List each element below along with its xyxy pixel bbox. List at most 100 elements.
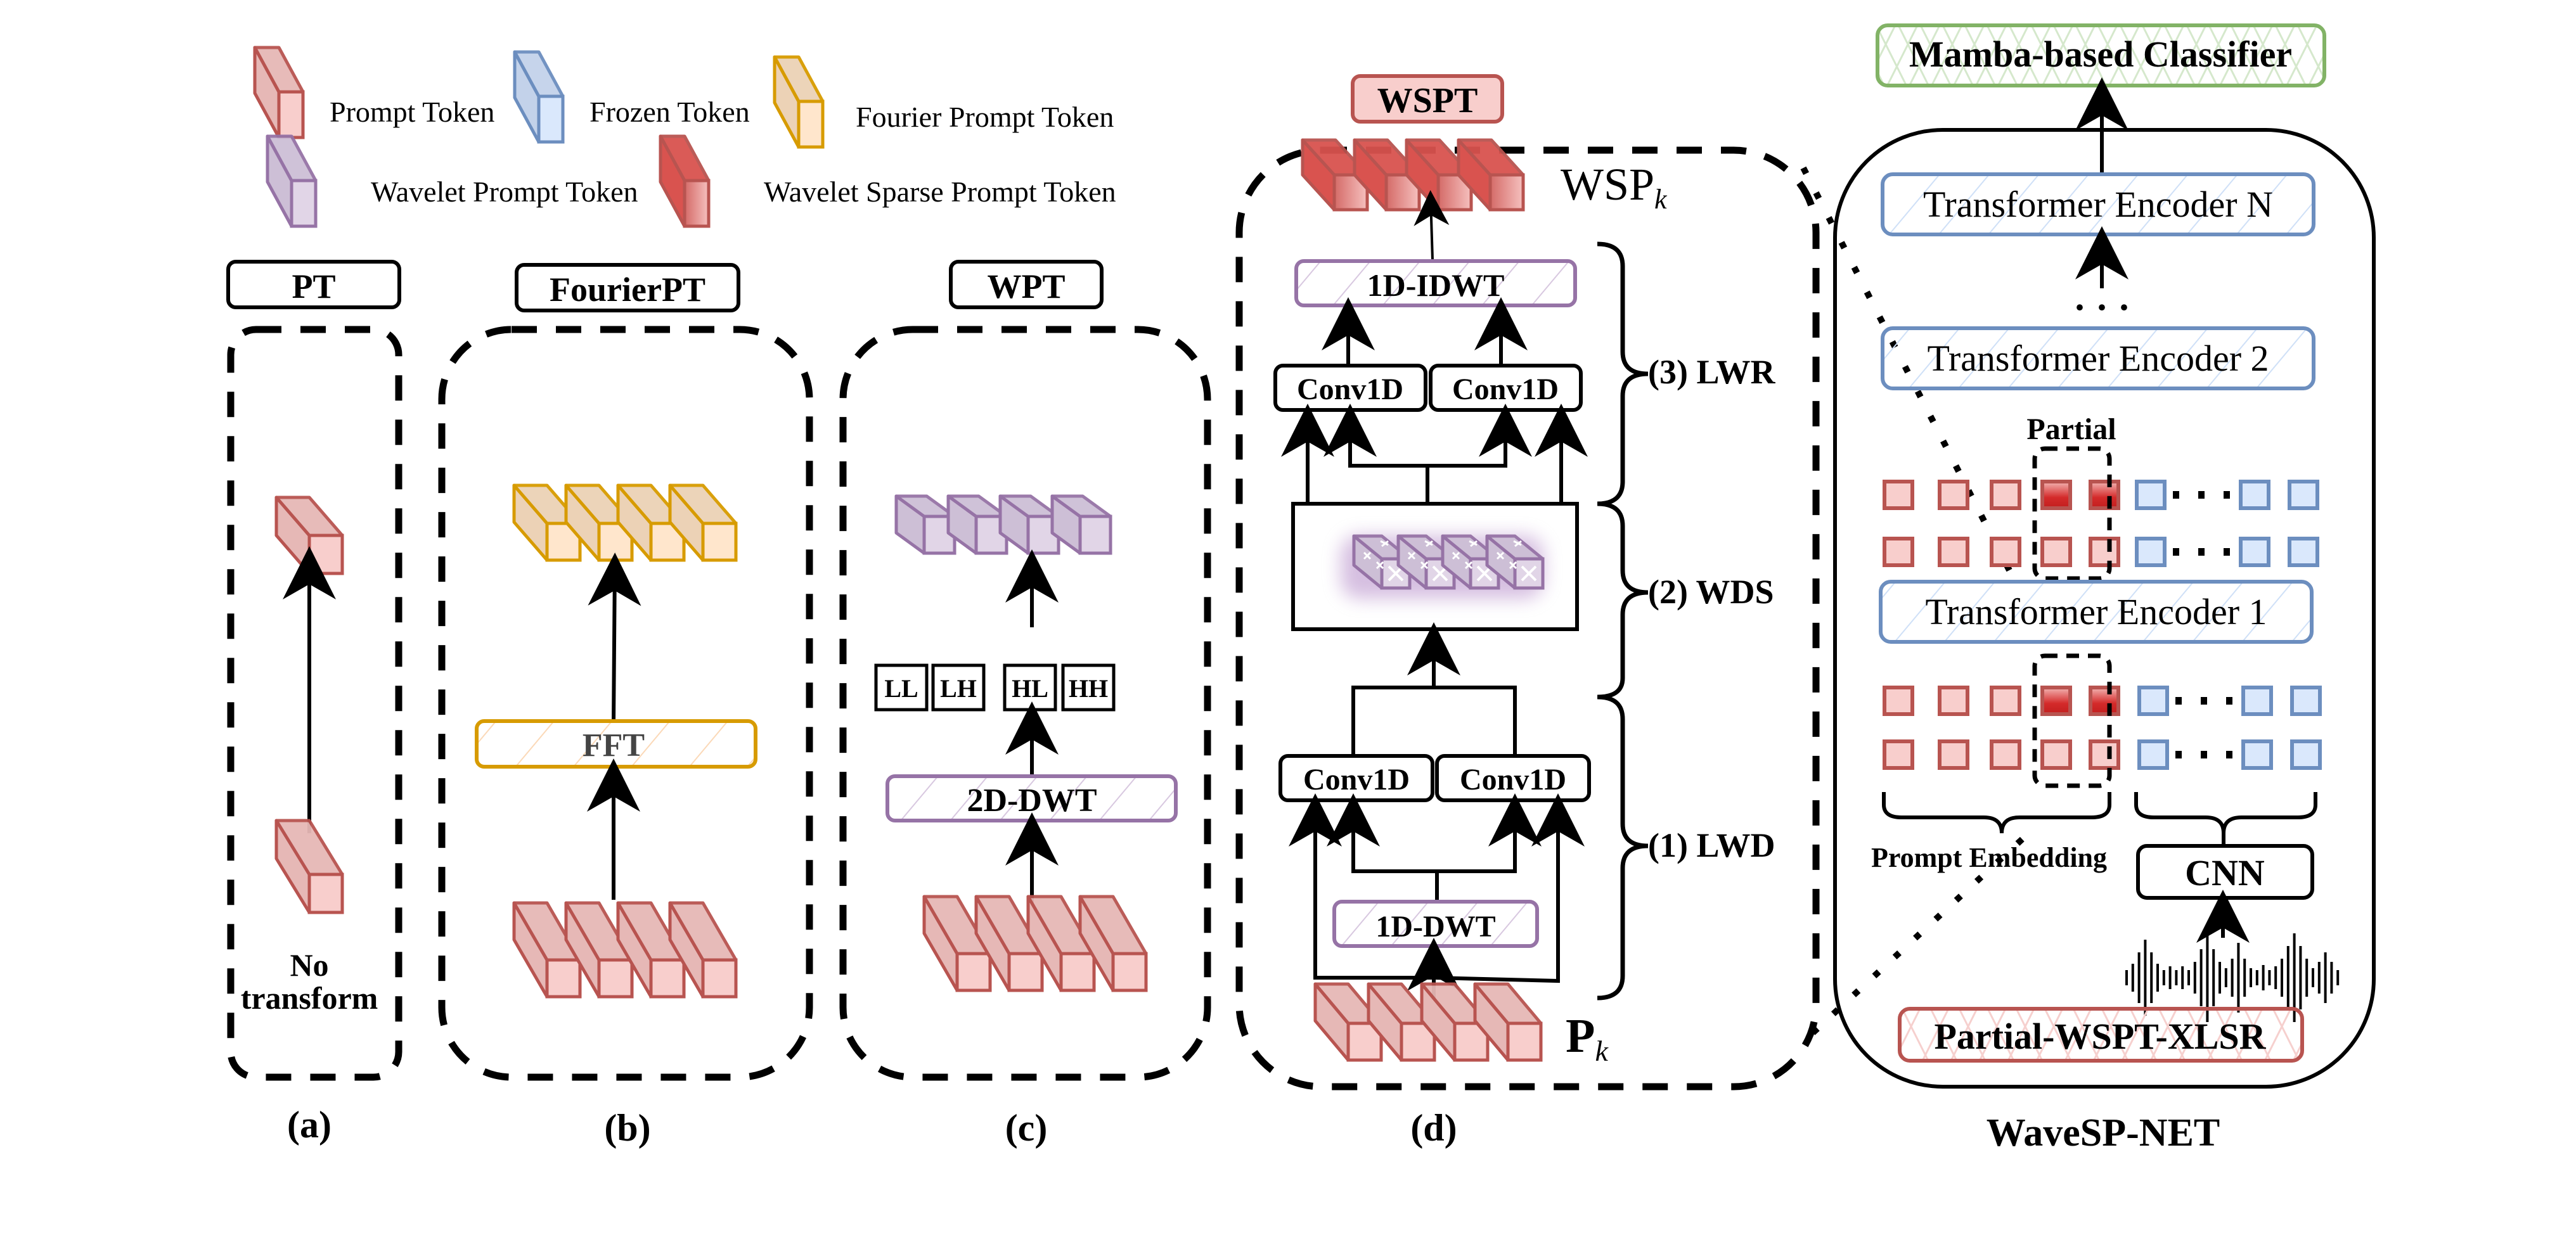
legend-item-wavelet: Wavelet Prompt Token	[266, 134, 638, 228]
subband-label: HL	[1012, 674, 1048, 703]
zoom-connector-bottom	[1810, 834, 2028, 1035]
legend-item-fourier: Fourier Prompt Token	[773, 55, 1114, 149]
prompt-token-icon	[512, 901, 582, 999]
brace-lwr	[1597, 241, 1649, 506]
wavesp-container	[1833, 128, 2376, 1089]
1d-idwt-label: 1D-IDWT	[1367, 267, 1505, 303]
legend-label: Wavelet Sparse Prompt Token	[764, 176, 1116, 208]
frozen-token-icon	[513, 50, 565, 144]
prompt-token	[1938, 537, 1969, 567]
transformer-encoder-2	[1881, 326, 2315, 390]
frozen-token	[2239, 480, 2270, 510]
ellipsis-dot	[2226, 751, 2232, 758]
prompt-token	[2089, 739, 2120, 770]
prompt-token	[2040, 537, 2072, 567]
prompt-token-icon	[1420, 982, 1490, 1062]
pk-label-main: P	[1566, 1009, 1595, 1063]
fourierpt-title-box	[515, 263, 740, 312]
prompt-token	[1938, 686, 1969, 716]
partial-label: Partial	[2026, 412, 2116, 446]
conv1d-lower-right-label: Conv1D	[1460, 763, 1566, 796]
1d-dwt-label: 1D-DWT	[1375, 910, 1495, 943]
caption-wavesp-net: WaveSP-NET	[1987, 1111, 2220, 1154]
pt-title: PT	[292, 267, 335, 305]
legend-label: Wavelet Prompt Token	[371, 176, 638, 208]
wavelet-token-row	[894, 494, 1112, 555]
frozen-token	[2137, 686, 2169, 716]
fft-to-output-arrow	[588, 553, 641, 723]
input-skip-left	[1289, 793, 1434, 980]
ellipsis-dot	[2224, 491, 2230, 499]
pk-input-label: Pk	[1566, 1009, 1609, 1067]
frozen-token	[2241, 686, 2273, 716]
sparse-wavelet-token-icon	[1352, 534, 1412, 590]
brace-lwd	[1597, 694, 1649, 1001]
sparse-prompt-token	[2089, 480, 2120, 510]
ellipsis-dot	[2198, 548, 2205, 556]
sparse-prompt-token	[2040, 480, 2072, 510]
ellipsis-dot	[2175, 697, 2182, 705]
subband-label: HH	[1069, 674, 1108, 703]
legend-item-frozen: Frozen Token	[513, 50, 750, 144]
prompt-token	[1938, 480, 1969, 510]
sparse-token-icon	[1457, 138, 1525, 212]
prompt-token-icon	[1473, 982, 1543, 1062]
wpt-title: WPT	[987, 267, 1065, 305]
backbone-box	[1898, 1007, 2304, 1063]
panel-wspt: WSPT WSPk 1D-IDWT Conv1D Conv1D Conv1D	[1235, 74, 1820, 1149]
token-row	[1883, 537, 2319, 567]
wds-branch	[1348, 415, 1507, 468]
frozen-token	[2241, 739, 2273, 770]
frozen-token	[2135, 537, 2167, 567]
wspt-dashed-container	[1235, 146, 1820, 1090]
frozen-token	[2137, 739, 2169, 770]
subband-ll: LL	[874, 663, 929, 712]
subband-lh: LH	[931, 663, 986, 712]
ellipsis-dot	[2224, 548, 2230, 556]
brace-frozen	[2134, 792, 2317, 834]
ellipsis-dot	[2201, 697, 2207, 705]
ellipsis-dot	[2175, 751, 2182, 758]
brace-wds	[1597, 501, 1649, 700]
wavelet-token-icon	[894, 494, 956, 555]
panel-wavesp-net: Mamba-based Classifier Transformer Encod…	[1833, 23, 2376, 1154]
wavelet-sparse-token-row	[1301, 138, 1525, 212]
prompt-token	[2040, 739, 2072, 770]
pt-title-box	[226, 260, 401, 309]
token-grid	[1883, 480, 2322, 770]
brace-prompt-embedding	[1882, 792, 2111, 834]
prompt-token	[1883, 686, 1914, 716]
sparse-wavelet-token-icon	[1485, 534, 1545, 590]
sparsity-cross-icon	[1407, 540, 1433, 570]
wavelet-token-icon	[1050, 494, 1112, 555]
wsp-label-sub: k	[1654, 184, 1668, 215]
wavelet-token-icon	[998, 494, 1060, 555]
frozen-token	[2288, 480, 2319, 510]
pt-dashed-container	[227, 326, 402, 1081]
subband-hh: HH	[1061, 663, 1116, 712]
wavelet-token-icon	[266, 134, 318, 228]
transformer-encoder-1	[1879, 580, 2314, 644]
idwt-to-output-arrow	[1414, 190, 1450, 260]
fourierpt-title: FourierPT	[550, 271, 705, 309]
prompt-token-icon	[974, 895, 1044, 992]
wspt-title-box	[1351, 74, 1504, 124]
sparsity-cross-icon	[1452, 540, 1478, 570]
prompt-token-icon	[1367, 982, 1436, 1062]
wavelet-token-icon	[946, 494, 1008, 555]
partial-dashed-lower	[2032, 653, 2112, 788]
prompt-token-icon	[668, 901, 738, 999]
1d-idwt-box	[1294, 259, 1577, 307]
prompt-token-icon	[1313, 982, 1383, 1062]
legend-item-sparse: Wavelet Sparse Prompt Token	[659, 134, 1116, 228]
prompt-token-icon	[564, 901, 634, 999]
input-skip-right	[1433, 793, 1585, 983]
caption-d: (d)	[1410, 1107, 1457, 1149]
subband-label: LL	[884, 674, 918, 703]
cnn-label: CNN	[2185, 852, 2265, 893]
prompt-token	[1990, 537, 2021, 567]
ellipsis-dot	[2173, 491, 2179, 499]
subband-hl: HL	[1003, 663, 1057, 712]
frozen-token	[2290, 686, 2322, 716]
